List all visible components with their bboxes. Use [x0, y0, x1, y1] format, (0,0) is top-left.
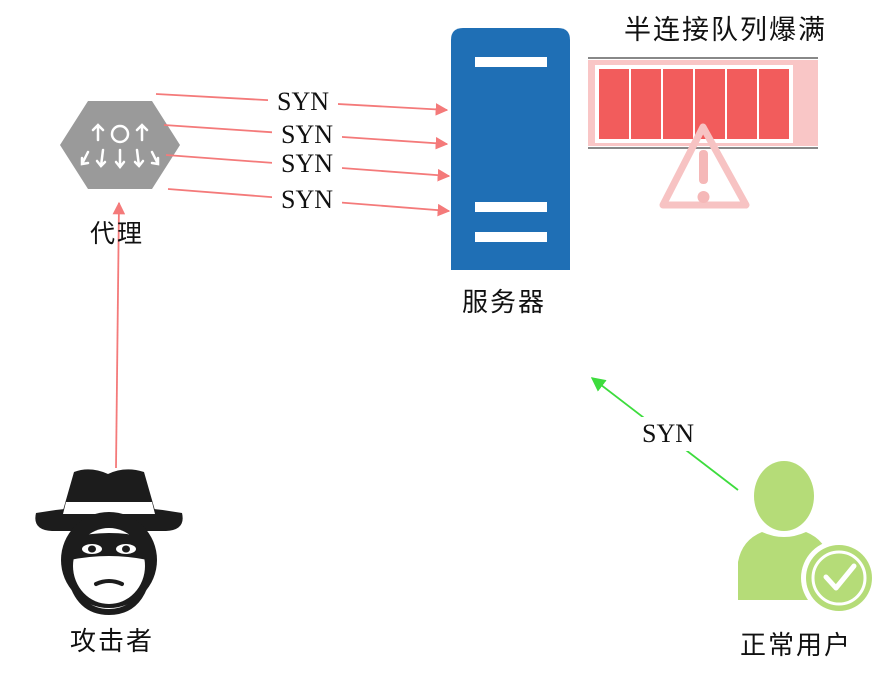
syn-label: SYN	[281, 149, 333, 178]
syn-flow-4: SYN	[167, 185, 451, 217]
proxy-icon	[60, 101, 180, 189]
syn-flow-1: SYN	[155, 87, 449, 116]
syn-flow-2: SYN	[163, 120, 449, 150]
syn-flow-3: SYN	[165, 149, 451, 182]
syn-label: SYN	[281, 120, 333, 149]
warning-icon	[659, 123, 750, 209]
queue-slots	[595, 65, 793, 143]
normal-user-label: 正常用户	[740, 631, 853, 661]
proxy-label: 代理	[90, 219, 145, 248]
attacker-icon	[35, 469, 183, 616]
server-icon	[451, 28, 570, 270]
attacker-to-proxy-arrow	[112, 201, 126, 469]
syn-label: SYN	[277, 87, 329, 116]
queue-full-label: 半连接队列爆满	[624, 15, 827, 46]
queue-slot	[757, 67, 791, 141]
normal-user-icon	[738, 461, 877, 616]
normal-user-flow: SYN	[590, 377, 739, 491]
attack-flows: SYN SYN SYN SYN	[155, 87, 451, 217]
syn-label: SYN	[642, 419, 694, 448]
queue-slot	[661, 67, 695, 141]
half-open-queue	[588, 57, 818, 149]
attacker-label: 攻击者	[70, 627, 155, 657]
queue-slot	[597, 67, 631, 141]
syn-label: SYN	[281, 185, 333, 214]
server-label: 服务器	[462, 288, 547, 318]
queue-slot	[725, 67, 759, 141]
queue-slot	[629, 67, 663, 141]
